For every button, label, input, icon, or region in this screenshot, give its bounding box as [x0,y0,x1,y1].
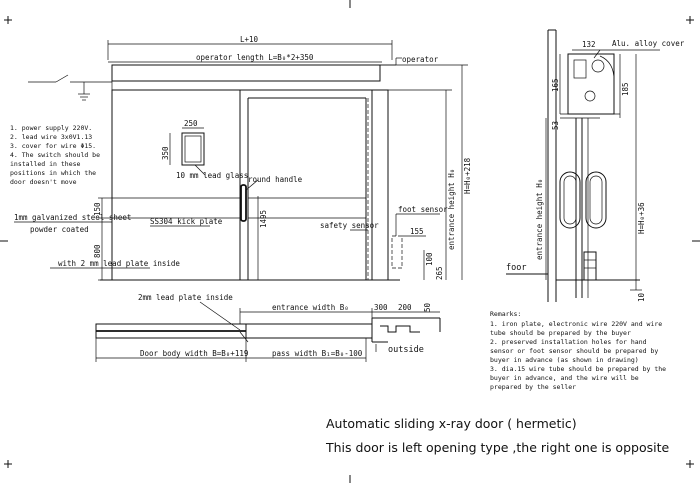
remark-line: 3. dia.15 wire tube should be prepared b… [490,365,666,373]
plan-lead-plate-label: 2mm lead plate inside [138,293,233,302]
dim-50: 50 [423,302,432,312]
dim-132: 132 [582,40,596,49]
operator-length-dim: operator length L=B₀*2+350 [196,53,314,62]
entrance-height-elev: entrance height H₀ [447,169,456,250]
remarks-title: Remarks: [490,310,521,318]
dim-185: 185 [621,82,630,96]
dim-53: 53 [551,121,560,130]
note-line: installed in these [10,160,81,168]
remark-line: 2. preserved installation holes for hand [490,338,647,346]
remark-line: sensor or foot sensor should be prepared… [490,347,658,355]
dim-800-elev: 800 [93,244,102,258]
caption-line-2: This door is left opening type ,the righ… [325,440,669,455]
note-line: 1. power supply 220V. [10,124,92,132]
foot-sensor-label: foot sensor [398,205,448,214]
dim-300: 300 [374,303,388,312]
width-top-dim: L+10 [240,35,259,44]
remarks: Remarks: 1. iron plate, electronic wire … [490,310,666,391]
round-handle-label: round handle [248,175,303,184]
dim-100: 100 [425,252,434,266]
remark-line: prepared by the seller [490,383,576,391]
dim-150-elev: 150 [93,202,102,216]
side-section: 132 Alu. alloy cover 165 185 53 [506,29,685,302]
dim-250-glass: 250 [184,119,198,128]
plan-view: 2mm lead plate inside entrance width B₀ … [95,293,441,362]
dim-1495: 1495 [259,210,268,228]
remark-line: buyer in advance (as shown in drawing) [490,356,639,364]
outside-label: outside [388,345,424,355]
alu-cover-label: Alu. alloy cover [612,39,685,48]
notes: 1. power supply 220V. 2. lead wire 3x0V1… [10,124,100,186]
dim-10: 10 [637,292,646,302]
section-entrance-height: entrance height H₀ [535,179,544,260]
section-total-height: H=H₀+36 [637,202,646,234]
lead-plate-inside-label: with 2 mm lead plate inside [58,259,180,268]
steel-sheet-label: 1mm galvanized steel sheet [14,213,131,222]
note-line: 2. lead wire 3x0V1.13 [10,133,92,141]
dim-155: 155 [410,227,424,236]
remark-line: buyer in advance, and the wire will be [490,374,639,382]
caption-line-1: Automatic sliding x-ray door ( hermetic) [326,416,577,431]
lead-glass-label: 10 mm lead glass [176,171,248,180]
body-width-dim: Door body width B=B₀+119 [140,349,248,358]
total-height-elev: H=H₀+218 [463,157,472,194]
remark-line: tube should be prepared by the buyer [490,329,631,337]
remark-line: 1. iron plate, electronic wire 220V and … [490,320,662,328]
operator-label: operator [402,55,439,64]
note-line: 3. cover for wire Φ15. [10,142,96,150]
caption: Automatic sliding x-ray door ( hermetic)… [325,416,669,455]
note-line: 4. The switch should be [10,151,100,159]
kick-plate-label: SS304 kick plate [150,217,223,226]
front-elevation: L+10 operator length L=B₀*2+350 operator [14,35,472,281]
dim-165: 165 [551,78,560,92]
note-line: positions in which the [10,169,96,177]
dim-350-glass: 350 [161,146,170,160]
powder-coated-label: powder coated [30,225,89,234]
dim-200: 200 [398,303,412,312]
note-line: door doesn't move [10,178,77,186]
dim-265: 265 [435,266,444,280]
pass-width-dim: pass width B₁=B₀-100 [272,349,363,358]
entrance-width-dim: entrance width B₀ [272,303,349,312]
safety-sensor-label: safety sensor [320,221,379,230]
floor-label: foor [506,263,526,273]
